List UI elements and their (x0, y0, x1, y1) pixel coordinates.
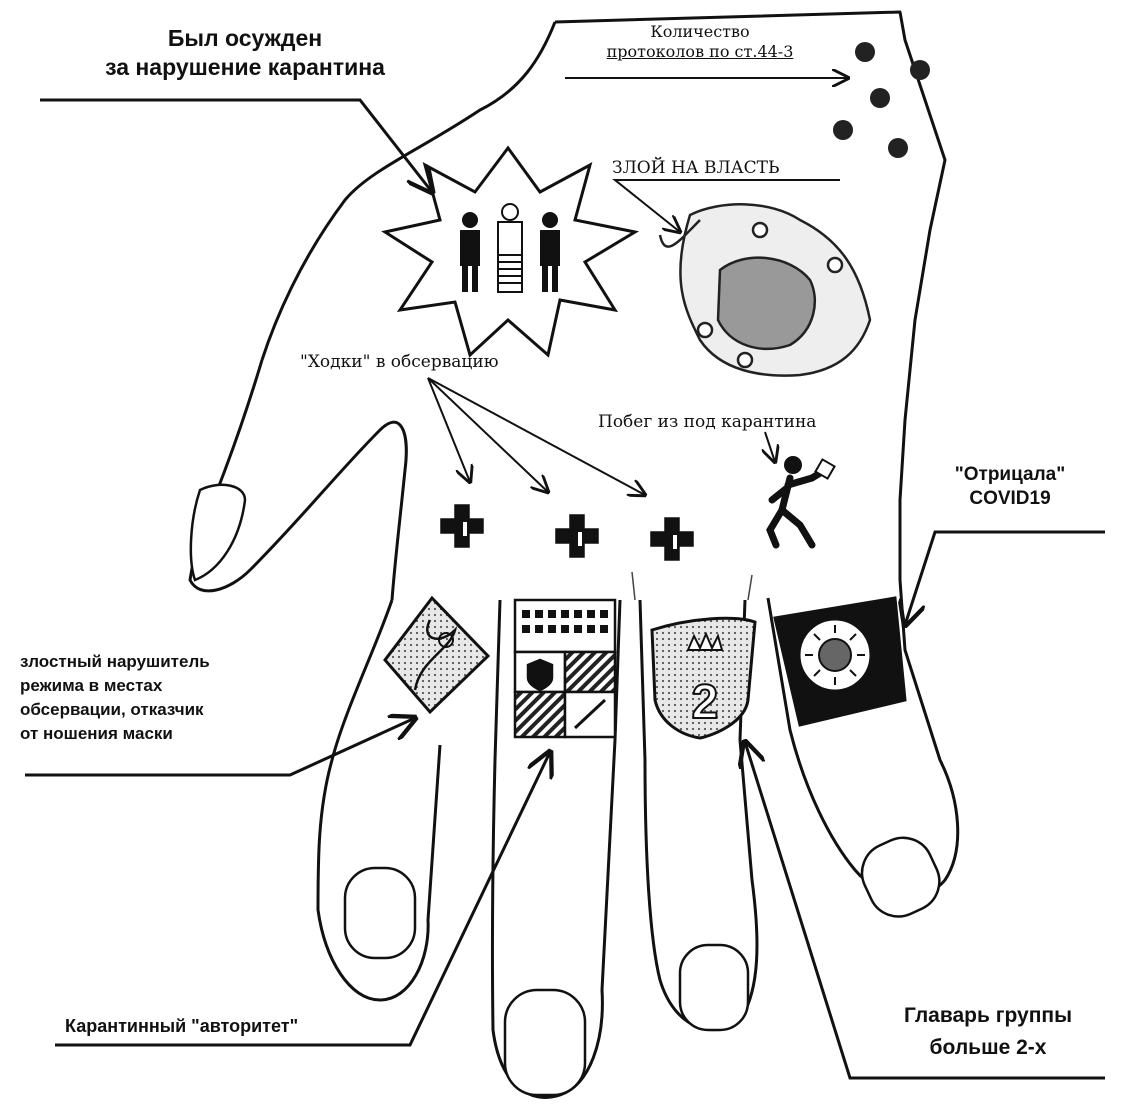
jester-hat-tail (658, 219, 701, 248)
line-escape (765, 431, 775, 462)
label-convicted: Был осужден за нарушение карантина (85, 24, 405, 82)
crown-icon (686, 631, 724, 651)
ring-diamond-violator (383, 595, 491, 715)
medical-cross-tattoos (440, 504, 694, 561)
cross-left (440, 504, 484, 548)
ring-hospital-authority (513, 598, 617, 739)
line-khodki-3 (427, 377, 645, 495)
label-violator-line4: от ношения маски (20, 724, 173, 744)
label-khodki-word: "Ходки" (300, 352, 371, 372)
shield-icon (526, 658, 554, 692)
label-leader-line1: Главарь группы (903, 1004, 1073, 1027)
label-violator-line1: злостный нарушитель (20, 652, 210, 671)
thumb-contour (188, 359, 408, 601)
line-leader (745, 742, 1105, 1080)
wrist-left-contour (260, 21, 557, 361)
label-khodki: "Ходки" в обсервацию (300, 352, 499, 373)
star-with-guards-tattoo (381, 145, 640, 358)
jester-face (716, 256, 817, 350)
guard-figure-right (540, 212, 560, 292)
index-nail (343, 866, 417, 960)
line-khodki-2 (427, 377, 548, 492)
virus-icon (818, 638, 852, 672)
label-protocols-line2: протоколов по ст.44-3 (606, 42, 794, 61)
label-authority: Карантинный "авторитет" (65, 1016, 299, 1036)
thumb-nail (189, 483, 247, 582)
line-khodki-1 (427, 377, 470, 482)
running-man-tattoo (766, 456, 836, 549)
index-finger-contour (316, 599, 442, 1002)
label-denier-line1: "Отрицала" (954, 464, 1066, 485)
label-khodki-rest: в обсервацию (375, 352, 499, 372)
cross-middle (555, 514, 599, 558)
jester-bell-2 (826, 256, 844, 274)
line-violator (25, 718, 415, 777)
line-authority (55, 752, 550, 1047)
jester-bell-1 (751, 221, 769, 239)
jester-bell-3 (736, 351, 754, 369)
jester-bell-4 (696, 321, 714, 339)
ring-shield-leader: 2 (650, 616, 757, 740)
cross-right (650, 517, 694, 561)
label-violator: злостный нарушитель режима в местах обсе… (20, 650, 320, 747)
line-angry (612, 179, 840, 232)
little-nail (860, 836, 941, 918)
label-leader-line2: больше 2-х (929, 1035, 1047, 1059)
line-convicted (40, 98, 432, 192)
middle-nail (503, 988, 587, 1097)
label-protocols-line1: Количество (650, 22, 750, 41)
guard-figure-left (460, 212, 480, 292)
ring-covid-denier (773, 596, 907, 727)
prisoner-figure (497, 203, 523, 293)
fingernails (189, 483, 941, 1097)
label-leader: Главарь группы больше 2-х (868, 1000, 1108, 1063)
wrist-back-contour (554, 10, 947, 580)
syringe-icon (573, 698, 607, 730)
leader-lines (25, 78, 1105, 1080)
protocol-count-dots (833, 42, 930, 158)
label-angry-at-power: ЗЛОЙ НА ВЛАСТЬ (612, 158, 780, 178)
knuckle-creases (631, 571, 753, 601)
label-violator-line2: режима в местах (20, 676, 163, 696)
label-convicted-line2: за нарушение карантина (105, 53, 385, 80)
line-denier (905, 530, 1105, 625)
jester-tattoo (658, 203, 872, 377)
ring-nail (678, 943, 750, 1032)
label-protocols: Количество протоколов по ст.44-3 (560, 22, 840, 62)
label-denier: "Отрицала" COVID19 (915, 463, 1105, 511)
label-violator-line3: обсервации, отказчик (20, 700, 204, 720)
label-escape: Побег из под карантина (598, 412, 817, 432)
label-denier-line2: COVID19 (969, 487, 1051, 509)
label-convicted-line1: Был осужден (167, 25, 323, 51)
svg-text:2: 2 (692, 676, 719, 729)
